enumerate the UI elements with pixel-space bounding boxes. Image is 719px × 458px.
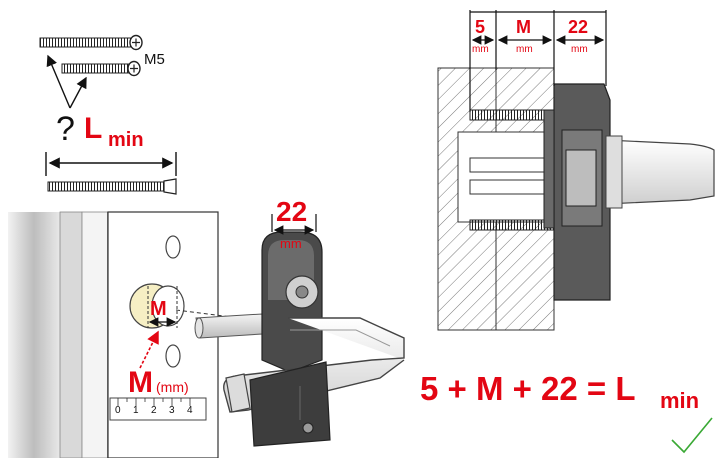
section-dimension-lines xyxy=(469,10,607,112)
handle-base xyxy=(249,361,331,447)
screw-long xyxy=(39,34,143,51)
ruler-tick-1: 1 xyxy=(133,405,139,416)
ruler-tick-4: 4 xyxy=(187,405,193,416)
section-dim-a-unit: mm xyxy=(472,44,489,55)
check-mark-icon xyxy=(671,417,713,454)
length-label-main: L xyxy=(84,112,103,145)
section-lever xyxy=(605,135,715,209)
question-mark: ? xyxy=(56,110,75,148)
section-dim-c-unit: mm xyxy=(571,44,588,55)
section-dim-b-unit: mm xyxy=(516,44,533,55)
depth-label-unit: (mm) xyxy=(156,379,189,395)
pointer-arrows xyxy=(46,54,87,109)
screw-measured xyxy=(47,178,177,195)
ruler-tick-2: 2 xyxy=(151,405,157,416)
section-dim-b-value: M xyxy=(516,17,531,37)
measuring-ruler xyxy=(109,397,207,421)
ruler-tick-0: 0 xyxy=(115,405,121,416)
section-rosette xyxy=(543,83,611,301)
section-dim-c-value: 22 xyxy=(568,17,589,37)
section-dim-a-value: 5 xyxy=(475,17,486,37)
handle-spindle xyxy=(194,313,263,339)
length-label-sub: min xyxy=(108,129,144,151)
rosette-dimension-value: 22 xyxy=(276,196,308,227)
formula-subscript: min xyxy=(660,388,700,413)
red-pointer-arrow xyxy=(139,330,159,369)
door-frame xyxy=(8,211,219,458)
door-holes xyxy=(129,235,241,368)
rosette-dimension-unit: mm xyxy=(280,236,302,251)
handle-rosette xyxy=(261,214,323,373)
screw-short xyxy=(61,60,141,77)
screw-size-label: M5 xyxy=(144,51,165,68)
length-dimension-line xyxy=(45,152,177,176)
formula-expression: 5 + M + 22 = L xyxy=(420,370,636,407)
ruler-tick-3: 3 xyxy=(169,405,175,416)
depth-label-main: M xyxy=(128,366,153,399)
depth-label-m: M xyxy=(150,298,167,320)
